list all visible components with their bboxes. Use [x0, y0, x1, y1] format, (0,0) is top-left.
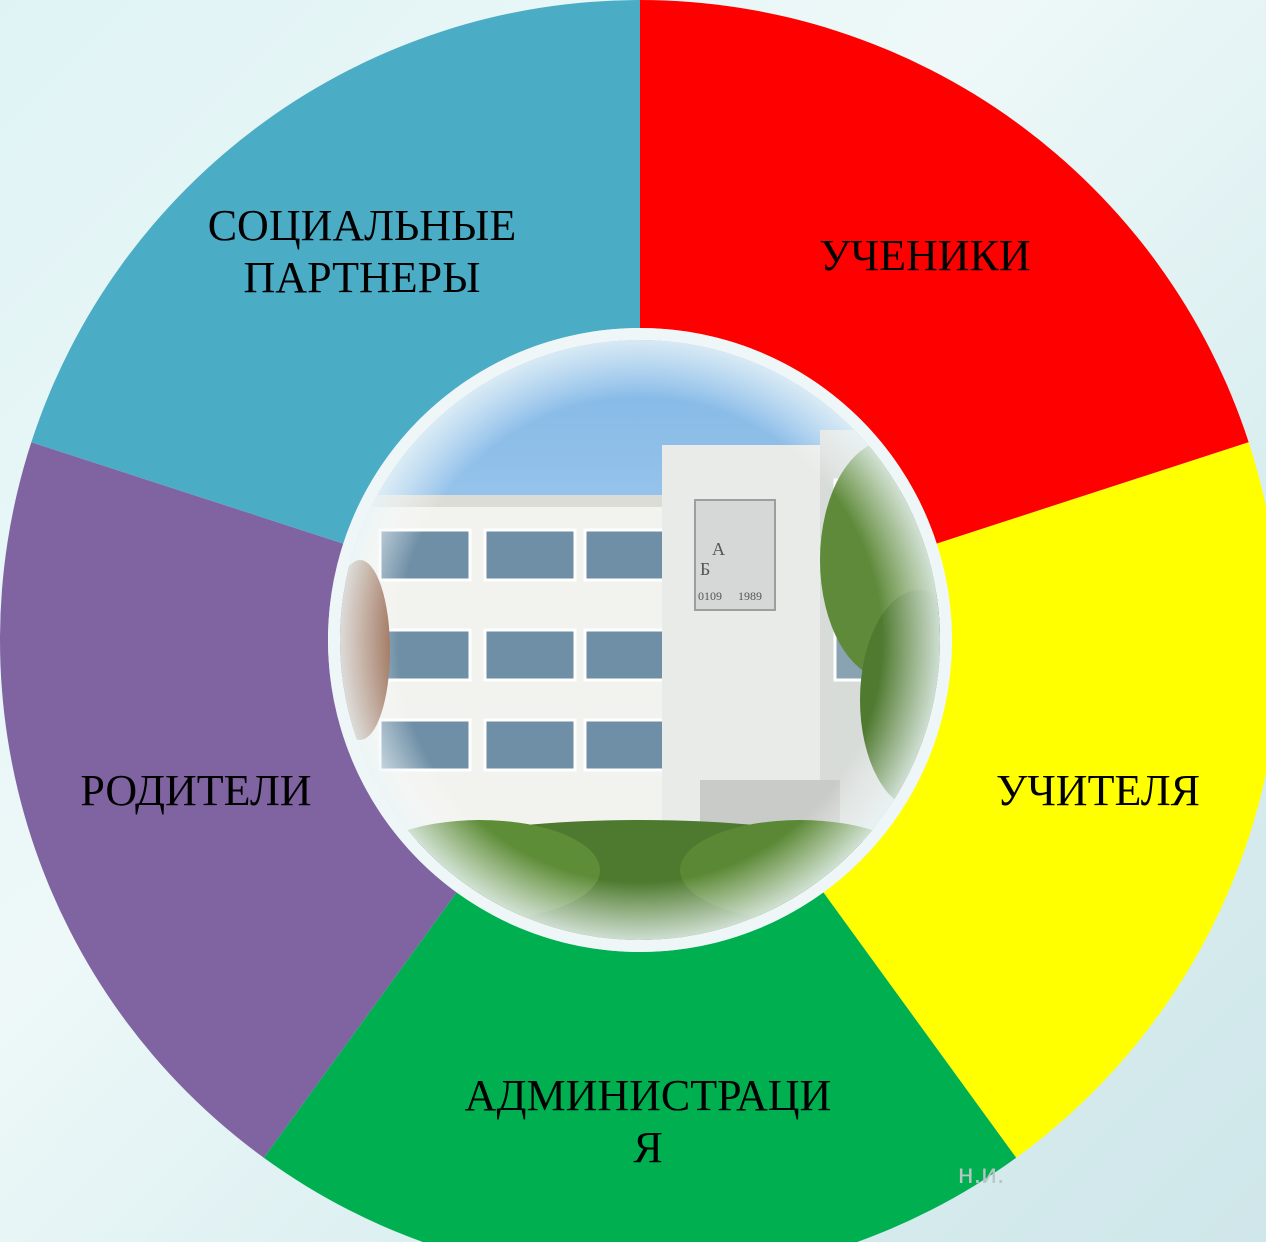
segment-teachers — [823, 442, 1266, 1158]
footer-text: н.и. — [958, 1158, 1005, 1189]
segment-administration — [263, 892, 1017, 1242]
label-teachers: УЧИТЕЛЯ — [996, 766, 1200, 815]
label-students: УЧЕНИКИ — [819, 231, 1030, 280]
segment-parents — [0, 442, 457, 1158]
segment-students — [640, 0, 1249, 544]
segment-social-partners — [31, 0, 640, 544]
label-parents: РОДИТЕЛИ — [80, 766, 311, 815]
